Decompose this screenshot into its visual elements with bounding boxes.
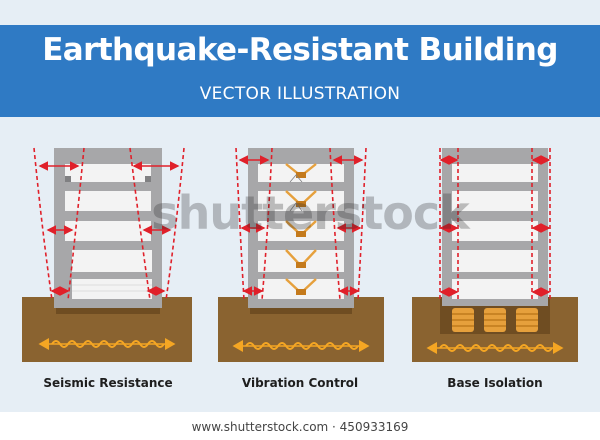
seismic-wave	[51, 340, 165, 348]
caption-base-isolation: Base Isolation	[447, 376, 543, 390]
caption-seismic-resistance: Seismic Resistance	[43, 376, 173, 390]
panel-base-isolation	[412, 148, 578, 362]
footer-url: www.shutterstock.com · 450933169	[191, 420, 409, 434]
header-banner	[0, 25, 600, 117]
caption-vibration-control: Vibration Control	[241, 376, 359, 390]
panel-seismic-resistance	[22, 147, 192, 362]
panel-vibration-control	[218, 147, 384, 362]
page-title: Earthquake-Resistant Building	[42, 32, 558, 68]
base-isolators	[452, 308, 538, 332]
seismic-wave	[245, 342, 359, 350]
footer-bar: www.shutterstock.com · 450933169	[0, 412, 600, 440]
seismic-wave	[439, 344, 553, 352]
page-subtitle: VECTOR ILLUSTRATION	[199, 84, 401, 104]
